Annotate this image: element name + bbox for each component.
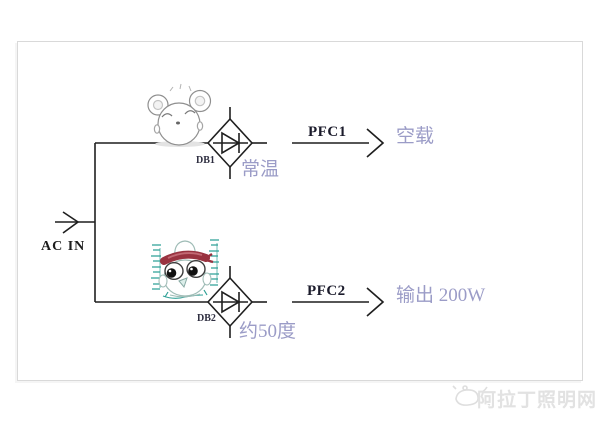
sweating-mascot-icon	[151, 239, 219, 299]
bridge-rectifier-db1-icon	[206, 117, 254, 169]
condition-label-normal-temp: 常温	[241, 159, 280, 180]
watermark-text: 阿拉丁照明网	[477, 390, 598, 411]
diagram-frame	[17, 41, 583, 381]
condition-label-50-degrees: 约50度	[239, 321, 297, 342]
stage-label-pfc2: PFC2	[307, 283, 346, 299]
stage-label-pfc1: PFC1	[308, 124, 347, 140]
rectifier-label-db2: DB2	[197, 313, 216, 324]
output-label-no-load: 空载	[396, 126, 435, 147]
output-label-200w: 输出 200W	[396, 285, 486, 306]
relaxed-mouse-icon	[147, 83, 212, 147]
ac-input-label: AC IN	[41, 239, 86, 254]
rectifier-label-db1: DB1	[196, 155, 215, 166]
wiring-lines	[55, 107, 385, 338]
pfc1-arrow-icon	[366, 128, 385, 158]
pfc2-arrow-icon	[366, 287, 385, 317]
ac-in-arrow-icon	[62, 211, 80, 234]
magic-lamp-icon	[452, 385, 491, 406]
bridge-rectifier-db2-icon	[206, 276, 254, 328]
